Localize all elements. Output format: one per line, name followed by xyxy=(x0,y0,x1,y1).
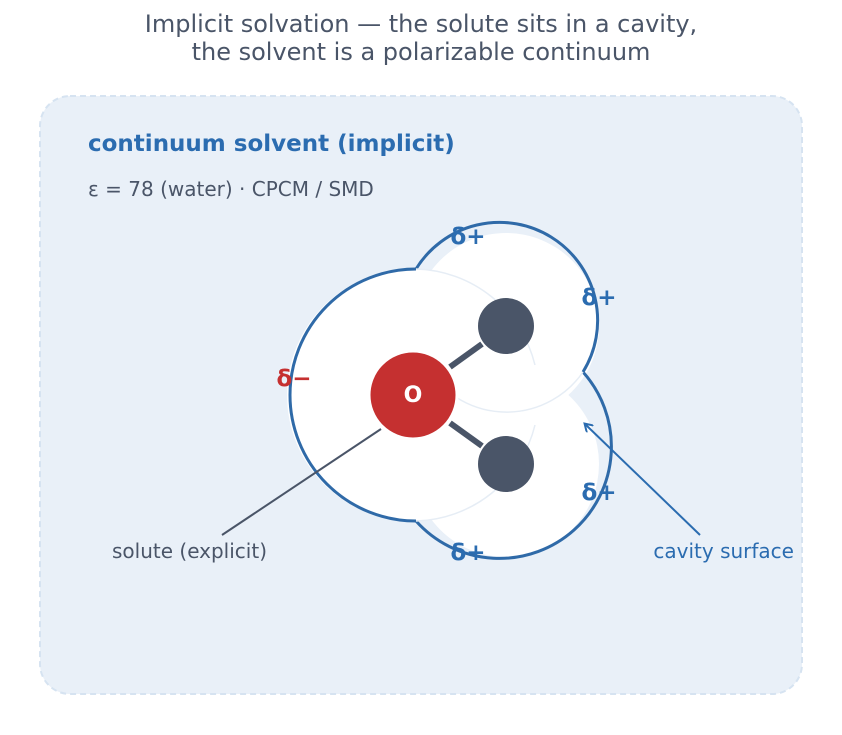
oxygen-atom xyxy=(367,349,459,441)
hydrogen-atom-2 xyxy=(478,436,534,492)
cavity-arc-h1 xyxy=(414,220,600,373)
panel-subheading: ε = 78 (water) · CPCM / SMD xyxy=(88,177,374,201)
charge-h1-top: δ+ xyxy=(450,224,485,250)
solute-label: solute (explicit) xyxy=(112,539,267,563)
cavity-arc-oxygen xyxy=(288,267,417,523)
cavity-surface xyxy=(288,220,613,560)
cavity-arc-h2 xyxy=(414,371,613,560)
charge-h2-bottom: δ+ xyxy=(450,540,485,566)
bond-o-h1 xyxy=(448,341,484,370)
charge-oxygen: δ− xyxy=(276,366,311,392)
charge-h2-right: δ+ xyxy=(581,480,616,506)
title-line-2: the solvent is a polarizable continuum xyxy=(191,38,651,66)
oxygen-label: O xyxy=(404,383,423,408)
cavity-leader-arrow xyxy=(586,425,701,536)
hydrogen-atom-1 xyxy=(478,298,534,354)
title-line-1: Implicit solvation — the solute sits in … xyxy=(144,10,698,38)
solute-leader-line xyxy=(221,428,382,536)
cavity-label: cavity surface xyxy=(653,539,794,563)
panel-heading: continuum solvent (implicit) xyxy=(88,131,455,157)
page-title: Implicit solvation — the solute sits in … xyxy=(0,10,842,66)
charge-h1-right: δ+ xyxy=(581,285,616,311)
bond-o-h2 xyxy=(448,420,484,449)
